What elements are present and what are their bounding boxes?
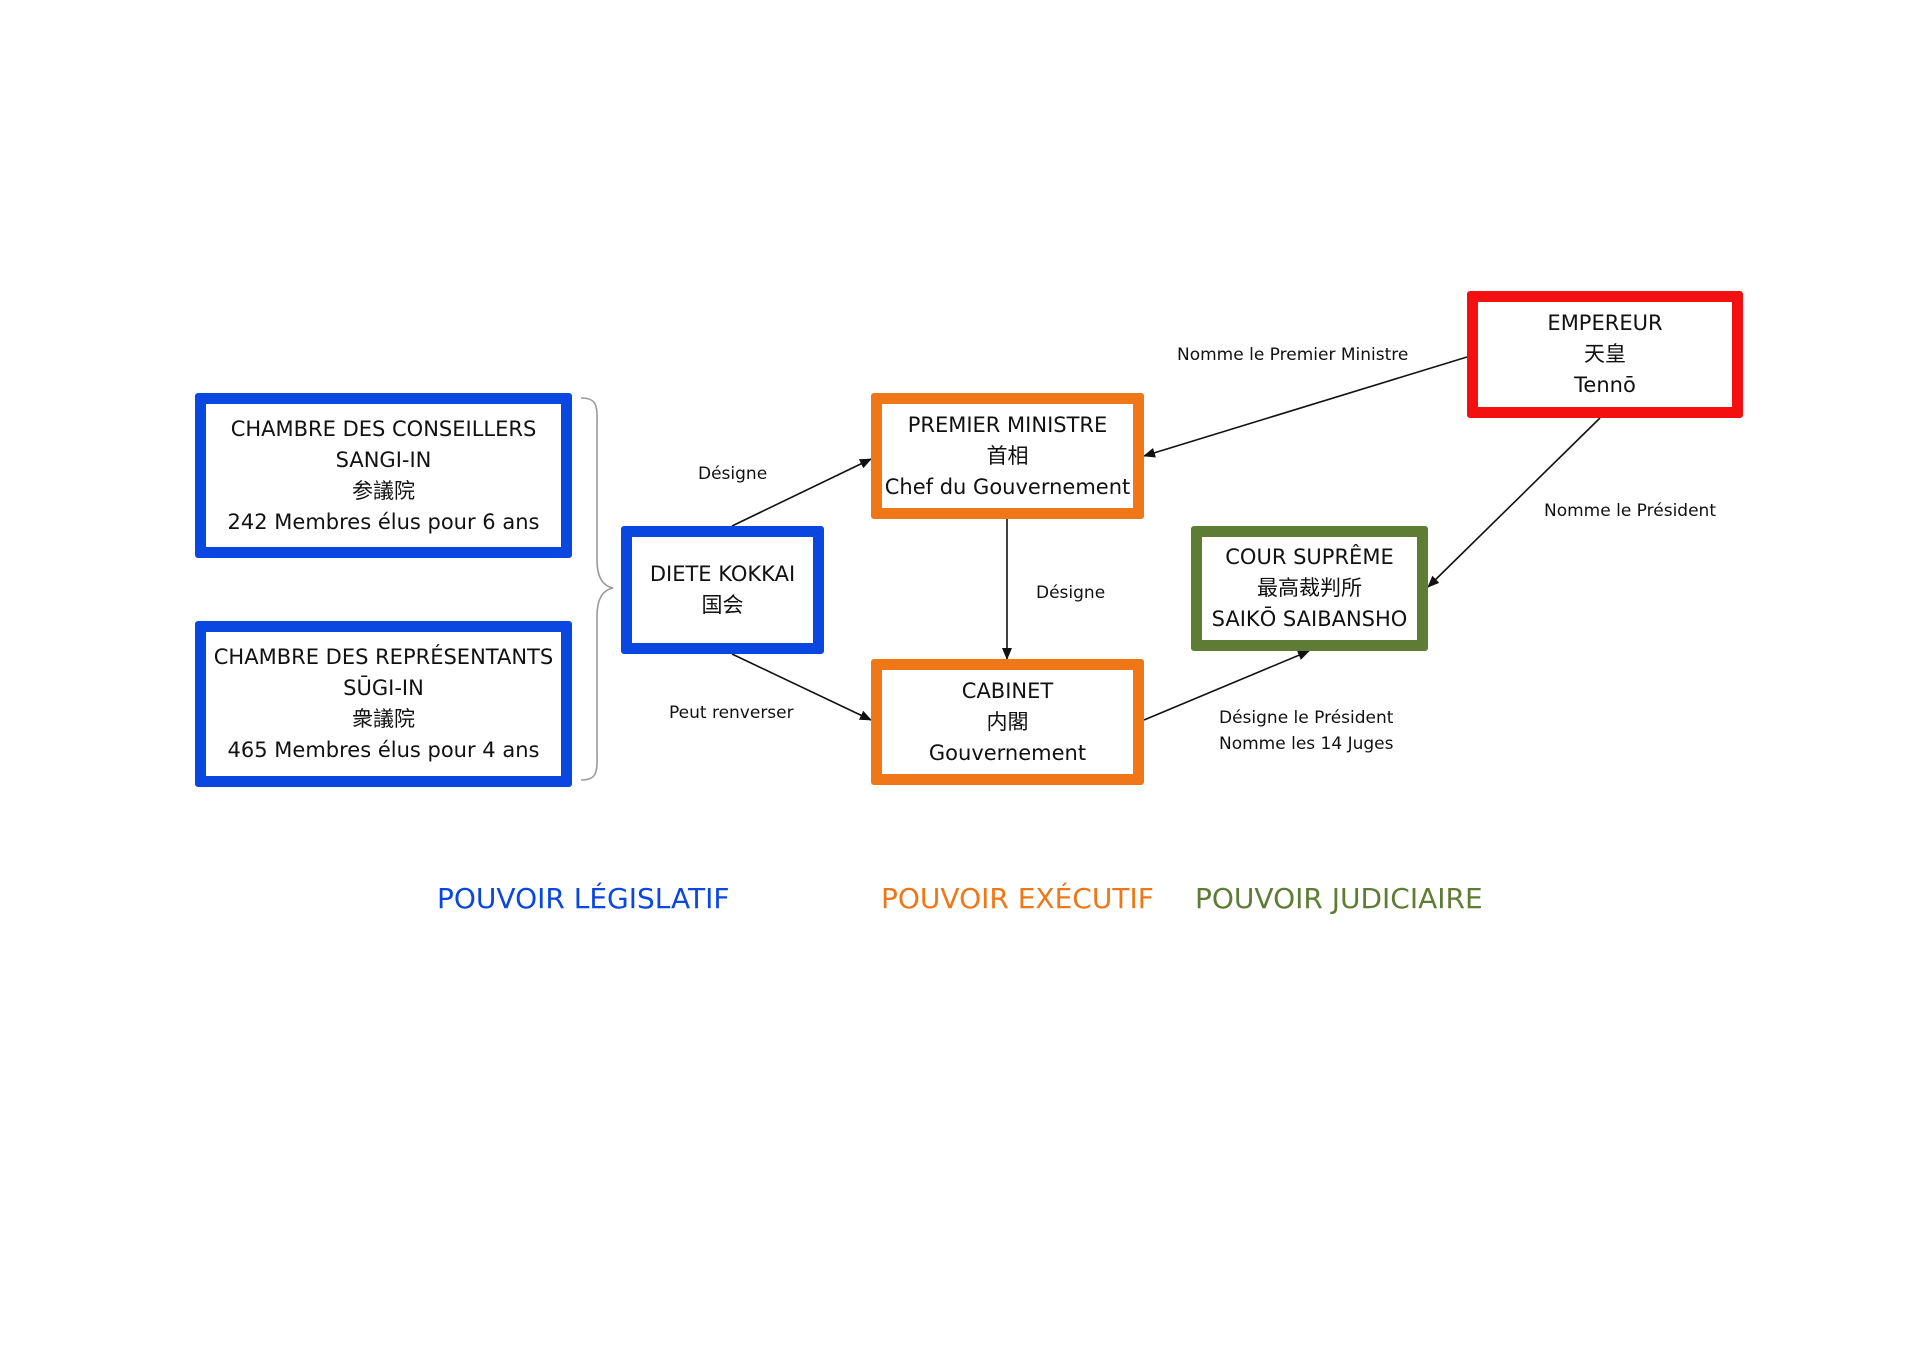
- edge-empereur-premier: [1143, 356, 1468, 458]
- power-label-executif: POUVOIR EXÉCUTIF: [881, 882, 1154, 915]
- box-chambre-conseillers: CHAMBRE DES CONSEILLERS SANGI-IN 参議院 242…: [195, 393, 572, 558]
- box-empereur: EMPEREUR 天皇 Tennō: [1467, 291, 1743, 418]
- box-diete-kokkai: DIETE KOKKAI 国会: [621, 526, 824, 654]
- edge-diete-premier: [731, 458, 872, 527]
- box-line: SAIKŌ SAIBANSHO: [1211, 607, 1408, 631]
- box-cabinet: CABINET 内閣 Gouvernement: [871, 659, 1144, 785]
- power-label-judiciaire: POUVOIR JUDICIAIRE: [1195, 882, 1483, 915]
- box-line: 衆議院: [352, 707, 415, 731]
- edge-label-line: Nomme les 14 Juges: [1219, 734, 1394, 754]
- edge-empereur-cour: [1427, 417, 1601, 588]
- edge-label-nomme-premier-ministre: Nomme le Premier Ministre: [1177, 345, 1409, 365]
- box-line: Tennō: [1574, 373, 1636, 397]
- chamber-group-brace: [580, 397, 614, 781]
- box-line: SŪGI-IN: [343, 676, 424, 700]
- edge-label-nomme-president: Nomme le Président: [1544, 501, 1716, 521]
- box-line: 首相: [986, 443, 1029, 468]
- power-label-legislatif: POUVOIR LÉGISLATIF: [437, 882, 730, 915]
- edge-cabinet-cour: [1143, 650, 1310, 721]
- edge-label-designe-premier: Désigne: [698, 464, 768, 484]
- box-chambre-representants: CHAMBRE DES REPRÉSENTANTS SŪGI-IN 衆議院 46…: [195, 621, 572, 787]
- box-line: 国会: [701, 593, 744, 617]
- edge-label-peut-renverser: Peut renverser: [669, 703, 794, 723]
- box-line: EMPEREUR: [1547, 311, 1663, 335]
- box-premier-ministre: PREMIER MINISTRE 首相 Chef du Gouvernement: [871, 393, 1144, 519]
- box-line: 内閣: [986, 709, 1029, 734]
- box-line: COUR SUPRÊME: [1225, 545, 1394, 569]
- edge-diete-cabinet: [731, 653, 872, 721]
- box-line: 最高裁判所: [1257, 576, 1362, 600]
- box-line: SANGI-IN: [335, 447, 432, 472]
- box-line: Gouvernement: [928, 740, 1087, 765]
- box-line: PREMIER MINISTRE: [907, 412, 1108, 437]
- box-line: 天皇: [1584, 342, 1626, 366]
- box-line: Chef du Gouvernement: [884, 474, 1131, 499]
- edge-label-cabinet-cour: Désigne le Président Nomme les 14 Juges: [1219, 705, 1393, 757]
- edge-label-designe-cabinet: Désigne: [1036, 583, 1106, 603]
- box-line: 242 Membres élus pour 6 ans: [227, 509, 540, 534]
- box-line: CHAMBRE DES CONSEILLERS: [230, 416, 537, 441]
- edge-label-line: Désigne le Président: [1219, 708, 1394, 728]
- box-line: CABINET: [961, 678, 1054, 703]
- box-line: DIETE KOKKAI: [649, 562, 796, 586]
- box-line: 参議院: [352, 478, 415, 503]
- box-cour-supreme: COUR SUPRÊME 最高裁判所 SAIKŌ SAIBANSHO: [1191, 526, 1428, 651]
- box-line: 465 Membres élus pour 4 ans: [227, 738, 540, 762]
- box-line: CHAMBRE DES REPRÉSENTANTS: [213, 645, 554, 669]
